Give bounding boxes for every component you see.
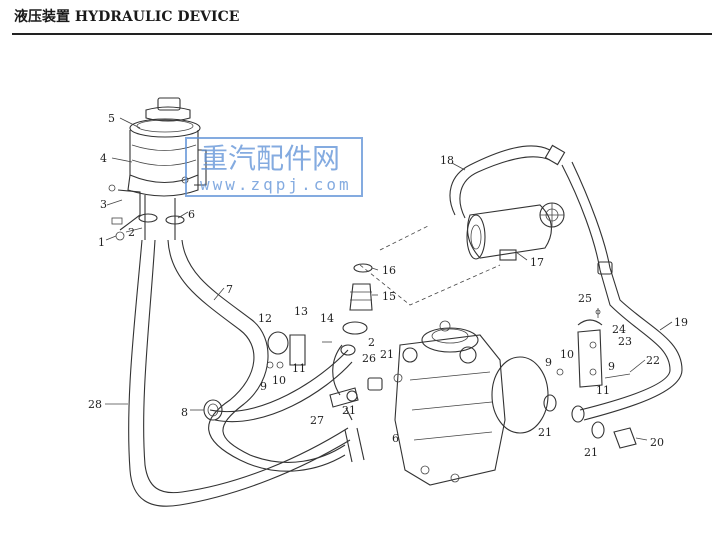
callout-17: 17	[530, 256, 544, 269]
pump-assembly	[449, 144, 611, 271]
callout-21-top: 21	[380, 348, 394, 361]
callout-25: 25	[578, 292, 592, 305]
return-line	[543, 261, 683, 449]
callout-2-gear: 2	[368, 336, 375, 349]
callout-12: 12	[258, 312, 272, 325]
callout-21-bottom: 21	[584, 446, 598, 459]
callout-labels: 5 4 3 2 1 6 7 8 28 12 13 14 11 10 9 16 1…	[88, 112, 688, 459]
callout-22: 22	[646, 354, 660, 367]
callout-11-left: 11	[292, 362, 306, 375]
callout-26: 26	[362, 352, 376, 365]
callout-9-left: 9	[260, 380, 267, 393]
callout-16: 16	[382, 264, 396, 277]
callout-13: 13	[294, 305, 308, 318]
header-rule	[12, 33, 712, 35]
hose-lines	[128, 239, 365, 507]
callout-7: 7	[226, 283, 233, 296]
callout-3: 3	[100, 198, 107, 211]
callout-21-right: 21	[538, 426, 552, 439]
fittings	[266, 263, 403, 421]
page-title: 液压装置 HYDRAULIC DEVICE	[14, 9, 240, 25]
callout-27: 27	[310, 414, 324, 427]
callout-1: 1	[98, 236, 105, 249]
callout-9-right: 9	[545, 356, 552, 369]
callout-5: 5	[108, 112, 115, 125]
steering-gear-body	[394, 320, 549, 486]
callout-14: 14	[320, 312, 334, 325]
callout-19: 19	[674, 316, 688, 329]
callout-23: 23	[618, 335, 632, 348]
callout-2: 2	[128, 226, 135, 239]
callout-20: 20	[650, 436, 664, 449]
callout-28: 28	[88, 398, 102, 411]
reference-dashed-lines	[359, 224, 501, 306]
watermark: 重汽配件网 www.zqpj.com	[185, 137, 363, 197]
callout-10-left: 10	[272, 374, 286, 387]
callout-24: 24	[612, 323, 626, 336]
watermark-url: www.zqpj.com	[200, 175, 352, 194]
callout-15: 15	[382, 290, 396, 303]
callout-18: 18	[440, 154, 454, 167]
callout-11-right: 11	[596, 384, 610, 397]
callout-4: 4	[100, 152, 107, 165]
leader-lines	[105, 117, 673, 441]
callout-9-bracket: 9	[608, 360, 615, 373]
callout-6-top: 6	[188, 208, 195, 221]
reservoir-assembly	[108, 97, 207, 241]
callout-10-right: 10	[560, 348, 574, 361]
callout-8: 8	[181, 406, 188, 419]
callout-6-bottom: 6	[392, 432, 399, 445]
watermark-text: 重汽配件网	[200, 142, 340, 175]
callout-21-mid: 21	[342, 404, 356, 417]
